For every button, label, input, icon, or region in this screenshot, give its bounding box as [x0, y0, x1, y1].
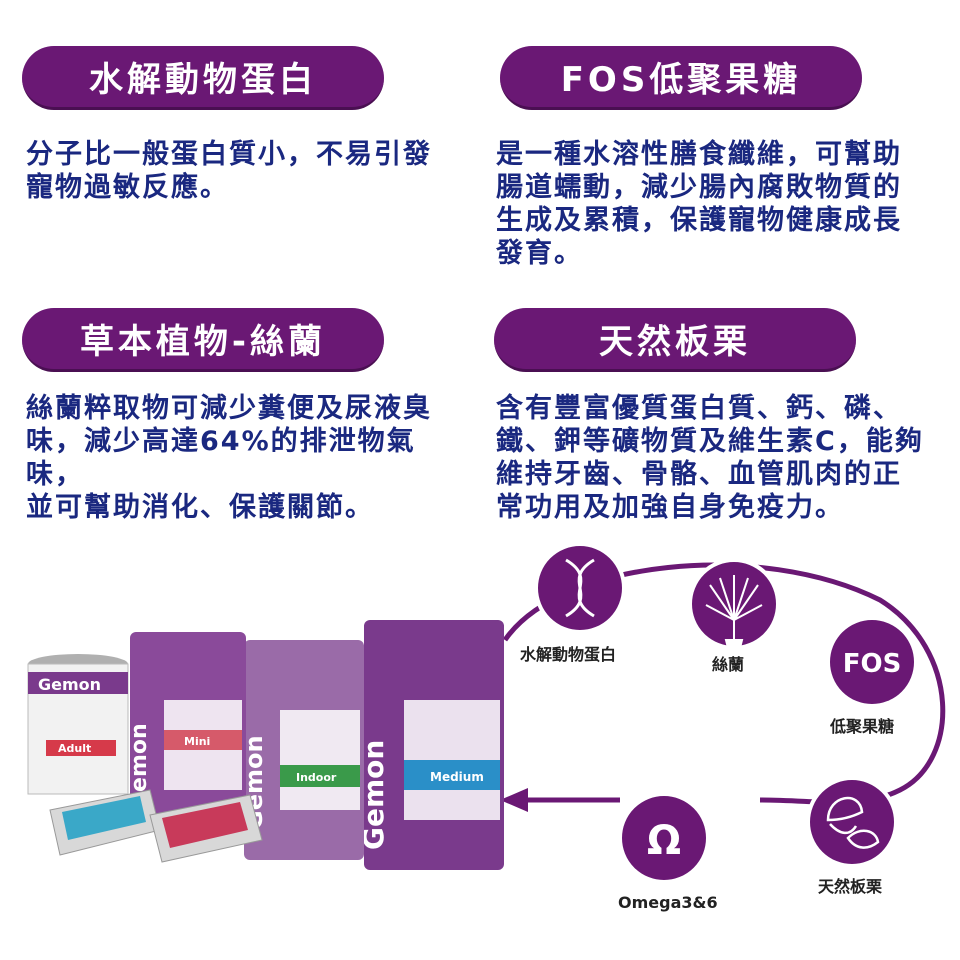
feature-desc-fos: 是一種水溶性膳食纖維，可幫助 腸道蠕動，減少腸內腐敗物質的 生成及累積，保護寵物…: [496, 139, 902, 269]
cycle-node-chestnut: 天然板栗: [806, 776, 898, 896]
cycle-label-yucca: 絲蘭: [712, 655, 744, 674]
cycle-node-fos: FOS 低聚果糖: [826, 616, 918, 736]
product-tray-blue: [49, 789, 161, 856]
product-bag-mini: Gemon Mini: [127, 632, 246, 832]
product-bag-medium-label: Medium: [430, 770, 484, 784]
product-tray-red: [149, 794, 263, 863]
product-bag-indoor-label: Indoor: [296, 771, 337, 784]
product-can-label: Adult: [58, 742, 91, 755]
cycle-node-hydrolyzed-protein: 水解動物蛋白: [520, 542, 626, 664]
product-bag-indoor: Gemon Indoor: [240, 640, 364, 860]
cycle-node-omega: Ω Omega3&6: [618, 792, 718, 912]
yucca-plant-icon: [705, 575, 763, 649]
feature-desc-hydrolyzed-protein: 分子比一般蛋白質小，不易引發 寵物過敏反應。: [26, 139, 432, 203]
cycle-label-hydrolyzed-protein: 水解動物蛋白: [520, 645, 616, 664]
chestnut-icon: [826, 796, 880, 849]
cycle-label-omega: Omega3&6: [618, 893, 718, 912]
feature-desc-chestnut: 含有豐富優質蛋白質、鈣、磷、 鐵、鉀等礦物質及維生素C，能夠 維持牙齒、骨骼、血…: [496, 393, 924, 523]
cycle-node-yucca: 絲蘭: [688, 558, 780, 674]
feature-title-fos: FOS低聚果糖: [500, 46, 862, 110]
product-brand-text: Gemon: [38, 675, 101, 694]
ingredient-cycle-diagram: Gemon Medium Gemon Indoor Gemon Mini Gem…: [27, 542, 946, 912]
feature-title-hydrolyzed-protein: 水解動物蛋白: [22, 46, 384, 110]
product-bag-medium: Gemon Medium: [357, 620, 504, 870]
cycle-label-fos: 低聚果糖: [829, 717, 894, 736]
feature-title-chestnut: 天然板栗: [494, 308, 856, 372]
cycle-label-chestnut: 天然板栗: [818, 877, 882, 896]
fos-icon-text: FOS: [843, 649, 902, 679]
dna-icon: [565, 558, 595, 618]
feature-title-yucca: 草本植物-絲蘭: [22, 308, 384, 372]
cycle-arrow-head: [500, 788, 528, 812]
omega-icon-text: Ω: [647, 818, 681, 864]
product-bag-mini-label: Mini: [184, 735, 210, 748]
product-can: Gemon Adult: [27, 654, 129, 795]
feature-desc-yucca: 絲蘭粹取物可減少糞便及尿液臭 味，減少高達64%的排泄物氣味， 並可幫助消化、保…: [26, 393, 432, 523]
